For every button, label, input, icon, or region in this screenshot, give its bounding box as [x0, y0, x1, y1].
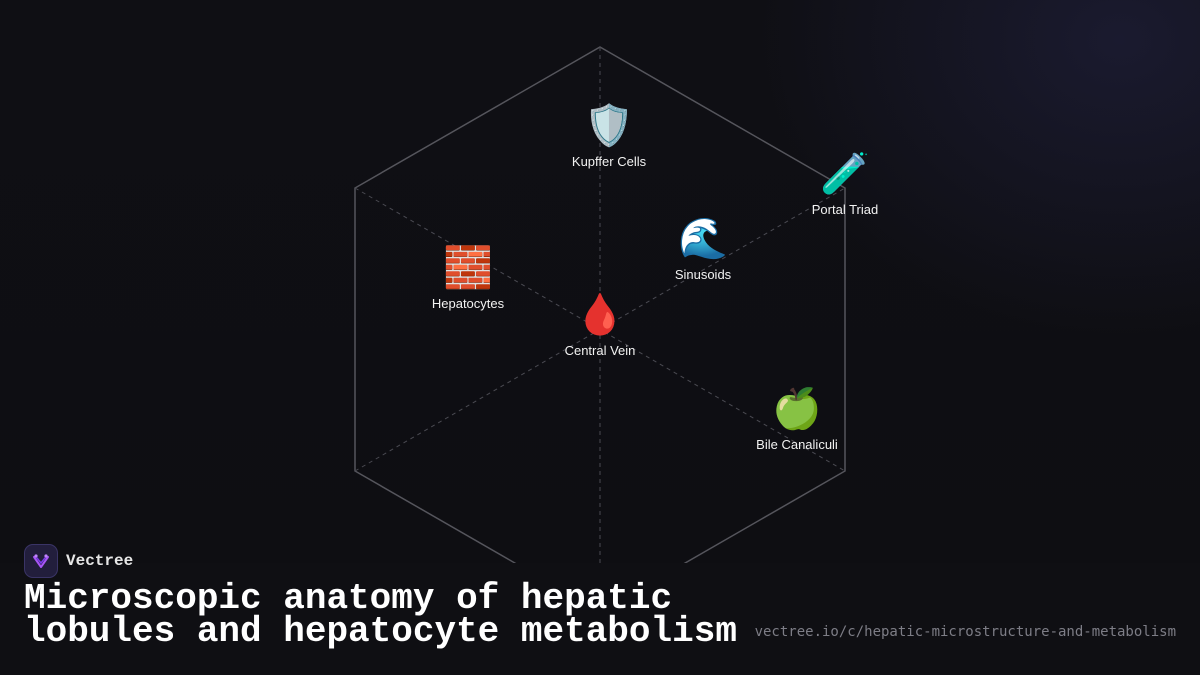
source-url: vectree.io/c/hepatic-microstructure-and-…	[754, 624, 1176, 640]
node-portal-triad: 🧪 Portal Triad	[765, 150, 925, 217]
node-hepatocytes: 🧱 Hepatocytes	[388, 244, 548, 311]
wave-icon: 🌊	[678, 216, 728, 262]
page-title: Microscopic anatomy of hepatic lobules a…	[24, 578, 737, 652]
brand-name: Vectree	[66, 552, 134, 570]
node-central-vein: 🩸 Central Vein	[520, 291, 680, 358]
brick-icon: 🧱	[443, 245, 493, 291]
node-label: Hepatocytes	[431, 296, 505, 311]
blood-drop-icon: 🩸	[575, 292, 625, 338]
test-tube-icon: 🧪	[820, 151, 870, 197]
node-sinusoids: 🌊 Sinusoids	[623, 215, 783, 282]
shield-icon: 🛡️	[584, 103, 634, 149]
vectree-logo-mark	[33, 554, 49, 568]
green-apple-icon: 🍏	[772, 386, 822, 432]
node-bile-canaliculi: 🍏 Bile Canaliculi	[717, 385, 877, 452]
brand: Vectree	[24, 544, 133, 578]
vectree-logo-icon	[24, 544, 58, 578]
spoke-left-down-right-up	[354, 187, 846, 472]
node-label: Sinusoids	[674, 267, 732, 282]
node-label: Kupffer Cells	[571, 154, 647, 169]
node-label: Central Vein	[564, 343, 636, 358]
node-kupffer-cells: 🛡️ Kupffer Cells	[529, 102, 689, 169]
node-label: Portal Triad	[811, 202, 879, 217]
node-label: Bile Canaliculi	[756, 437, 838, 452]
footer-background	[0, 563, 1200, 675]
